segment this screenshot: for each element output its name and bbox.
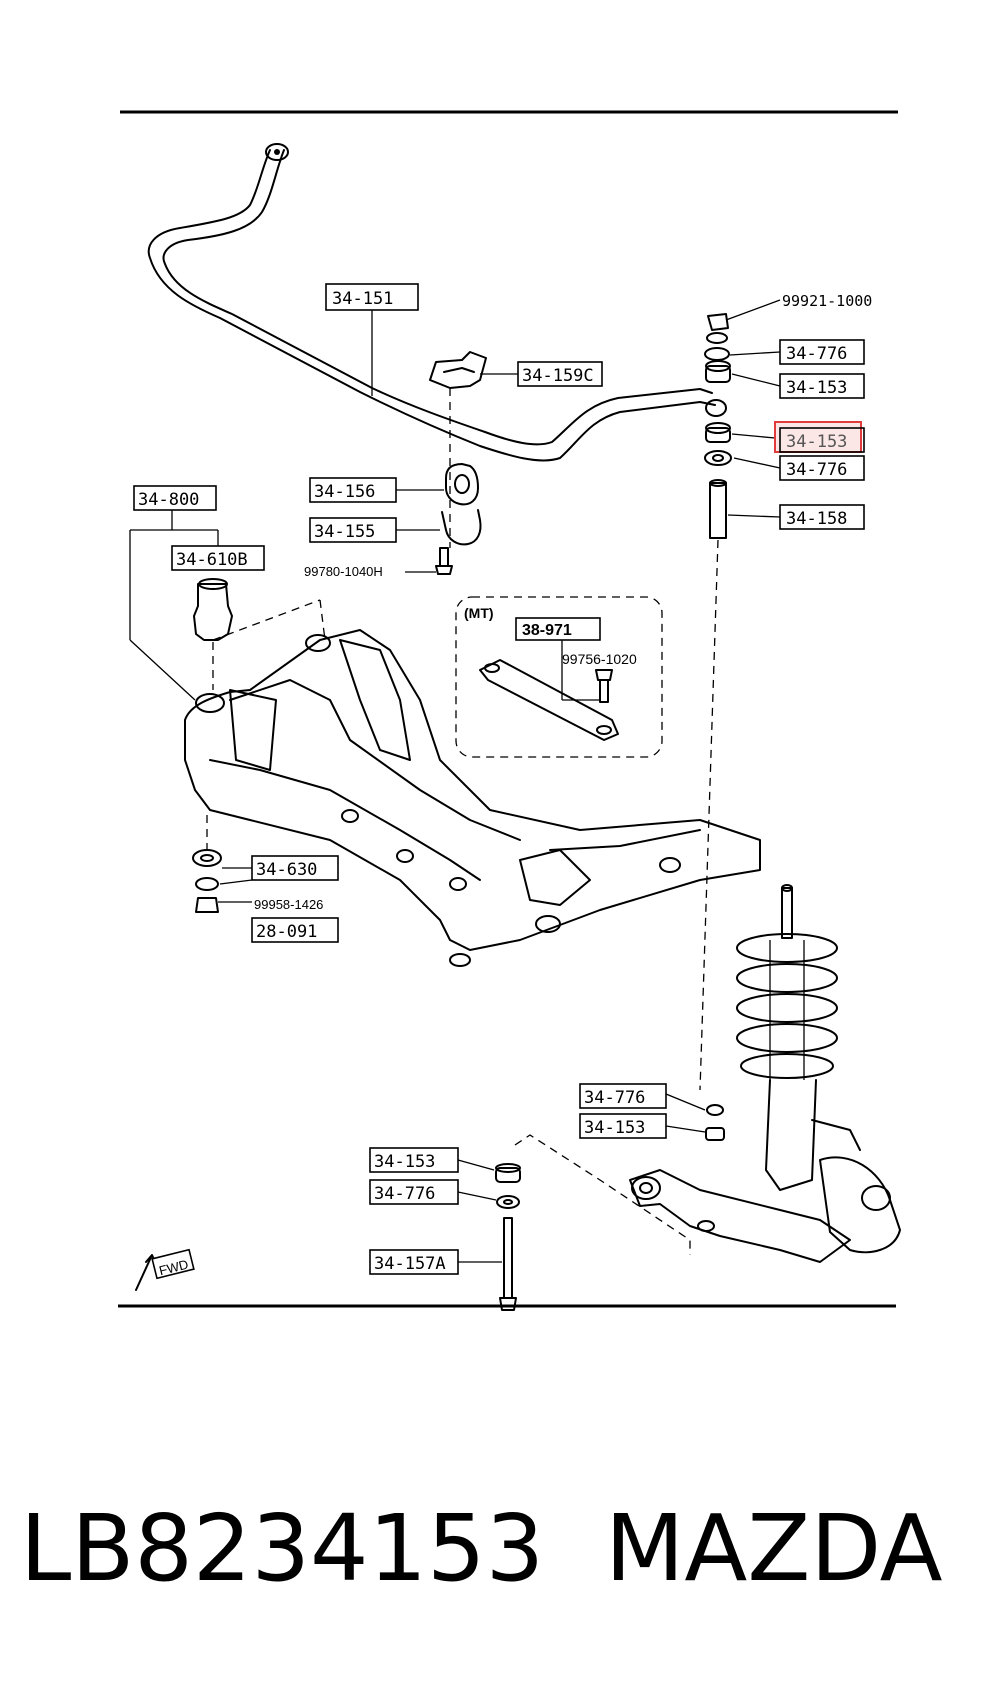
callout-99921: 99921-1000: [782, 292, 872, 310]
callout-fwd: FWD: [157, 1257, 189, 1279]
callout-34-610b: 34-610B: [176, 550, 248, 570]
box-34-610b: [171, 545, 265, 571]
crossmember: [184, 629, 761, 967]
coil-spring-strut: [736, 884, 861, 1191]
box-34-158: [779, 504, 865, 530]
callout-34-800: 34-800: [138, 490, 199, 510]
callout-34-776-bot: 34-776: [374, 1184, 435, 1204]
box-34-776-mid: [779, 455, 865, 481]
callout-28-091: 28-091: [256, 922, 317, 942]
callout-34-776-mid: 34-776: [786, 460, 847, 480]
box-34-776-low: [579, 1083, 667, 1109]
leader-lines: [129, 299, 781, 1263]
callout-34-153-top: 34-153: [786, 378, 847, 398]
callout-34-153-low: 34-153: [584, 1118, 645, 1138]
box-34-157a: [369, 1249, 459, 1275]
box-34-153-low: [579, 1113, 667, 1139]
box-34-156: [309, 477, 397, 503]
fwd-indicator: FWD: [135, 1248, 195, 1291]
box-34-153-top: [779, 373, 865, 399]
callout-34-630: 34-630: [256, 860, 317, 880]
lower-mount-parts: [192, 849, 222, 913]
torque-rod: [479, 659, 619, 741]
stabilizer-bar: [147, 143, 727, 462]
box-34-153-highlighted: [779, 427, 865, 453]
torque-rod-bolt: [595, 669, 613, 703]
callout-34-156: 34-156: [314, 482, 375, 502]
footer-brand: MAZDA: [605, 1495, 943, 1602]
callout-34-776-low: 34-776: [584, 1088, 645, 1108]
steering-knuckle: [819, 1156, 901, 1254]
highlight-box: [774, 421, 862, 453]
box-34-800: [133, 485, 217, 511]
box-34-153-bot: [369, 1147, 459, 1173]
box-34-776-bot: [369, 1179, 459, 1205]
box-34-155: [309, 517, 397, 543]
callout-38-971: 38-971: [522, 622, 572, 639]
box-34-630: [251, 855, 339, 881]
stabilizer-bracket: [429, 351, 487, 389]
box-34-776-top: [779, 339, 865, 365]
box-34-159c: [517, 361, 603, 387]
callout-34-776-top: 34-776: [786, 344, 847, 364]
lower-link-parts: [495, 1104, 725, 1311]
box-38-971: [515, 617, 601, 641]
callout-34-157a: 34-157A: [374, 1254, 446, 1274]
callout-34-153-bot: 34-153: [374, 1152, 435, 1172]
stabilizer-bushing: [441, 463, 482, 546]
callout-99756: 99756-1020: [562, 651, 637, 667]
callout-99958: 99958-1426: [254, 897, 323, 912]
callout-34-159c: 34-159C: [522, 366, 594, 386]
bracket-bolt: [435, 547, 453, 575]
lower-control-arm: [629, 1169, 851, 1263]
link-stack-upper: [704, 313, 732, 539]
callout-34-153-highlighted: 34-153: [786, 432, 847, 452]
footer-part-number: LB8234153: [20, 1495, 544, 1602]
callout-34-151: 34-151: [332, 289, 393, 309]
mt-option-box: [455, 596, 663, 758]
mount-bushing-610b: [193, 578, 233, 641]
callout-99780: 99780-1040H: [304, 564, 383, 579]
callout-34-158: 34-158: [786, 509, 847, 529]
callout-mt: (MT): [464, 605, 494, 621]
box-34-151: [325, 283, 419, 311]
callout-34-155: 34-155: [314, 522, 375, 542]
box-28-091: [251, 917, 339, 943]
